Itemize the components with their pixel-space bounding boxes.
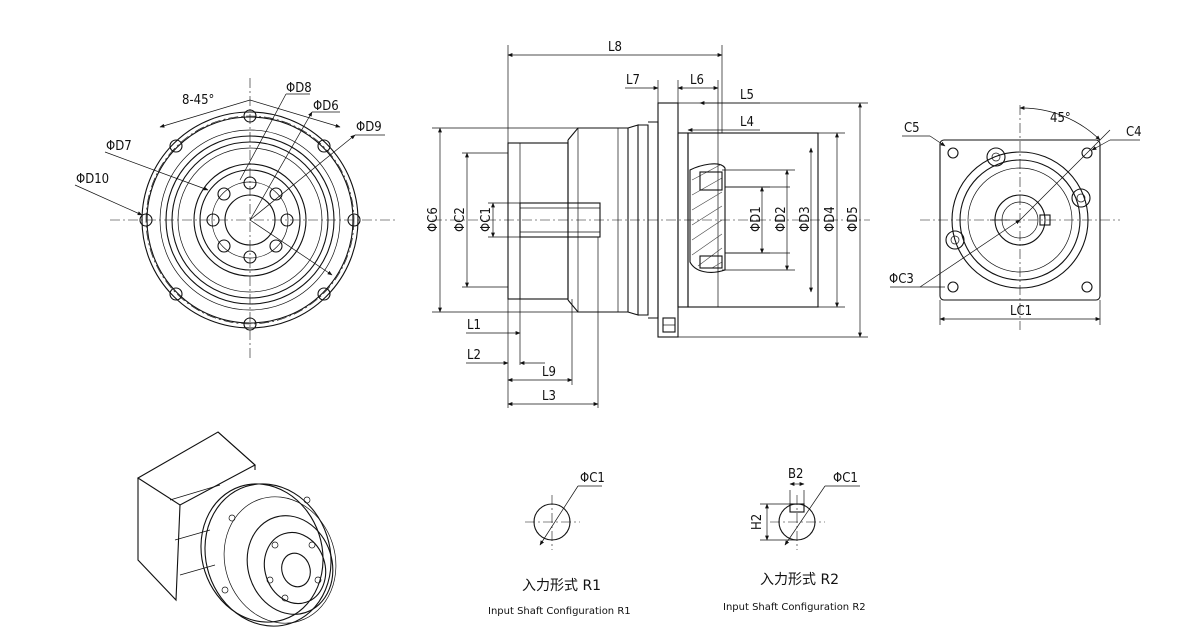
d10-label: ΦD10	[76, 172, 109, 187]
c3-label: ΦC3	[889, 272, 914, 287]
d3-label: ΦD3	[798, 206, 813, 232]
d1-label: ΦD1	[749, 206, 764, 232]
c6-label: ΦC6	[426, 207, 441, 232]
d8-label: ΦD8	[286, 81, 312, 96]
d4-label: ΦD4	[823, 206, 838, 232]
l5-label: L5	[740, 88, 754, 103]
r2-b2-label: B2	[788, 467, 803, 482]
d6-label: ΦD6	[313, 99, 339, 114]
d5-label: ΦD5	[846, 206, 861, 232]
d7-label: ΦD7	[106, 139, 132, 154]
front-view: 8-45° ΦD8 ΦD6 ΦD9 ΦD7 ΦD10	[74, 78, 395, 360]
l7-label: L7	[626, 73, 640, 88]
r2-caption-cn: 入力形式 R2	[760, 572, 839, 588]
l6-label: L6	[690, 73, 704, 88]
r1-c1-label: ΦC1	[580, 471, 605, 486]
side-view: L8 L7 L6 L5 L4 ΦC6 ΦC2 ΦC1 ΦD1	[426, 40, 870, 408]
bolt-angle-label: 8-45°	[182, 93, 214, 108]
lc1-label: LC1	[1010, 304, 1032, 319]
isometric-view	[136, 431, 337, 627]
shaft-r2: B2 ΦC1 H2 入力形式 R2 Input Shaft Configurat…	[723, 467, 866, 613]
r2-c1-label: ΦC1	[833, 471, 858, 486]
c4-label: C4	[1126, 125, 1142, 140]
c1-label: ΦC1	[479, 207, 494, 232]
r2-h2-label: H2	[750, 514, 765, 530]
l9-label: L9	[542, 365, 556, 380]
c2-label: ΦC2	[453, 207, 468, 232]
angle-label: 45°	[1050, 111, 1071, 126]
l2-label: L2	[467, 348, 481, 363]
d9-label: ΦD9	[356, 120, 382, 135]
rear-view: 45° C5 C4 ΦC3 LC1	[889, 105, 1142, 330]
shaft-r1: ΦC1 入力形式 R1 Input Shaft Configuration R1	[488, 471, 631, 617]
r2-caption-en: Input Shaft Configuration R2	[723, 602, 866, 613]
d2-label: ΦD2	[774, 206, 789, 232]
r1-caption-en: Input Shaft Configuration R1	[488, 606, 631, 617]
c5-label: C5	[904, 121, 920, 136]
l4-label: L4	[740, 115, 754, 130]
l1-label: L1	[467, 318, 481, 333]
r1-caption-cn: 入力形式 R1	[522, 578, 601, 594]
l8-label: L8	[608, 40, 622, 55]
l3-label: L3	[542, 389, 556, 404]
